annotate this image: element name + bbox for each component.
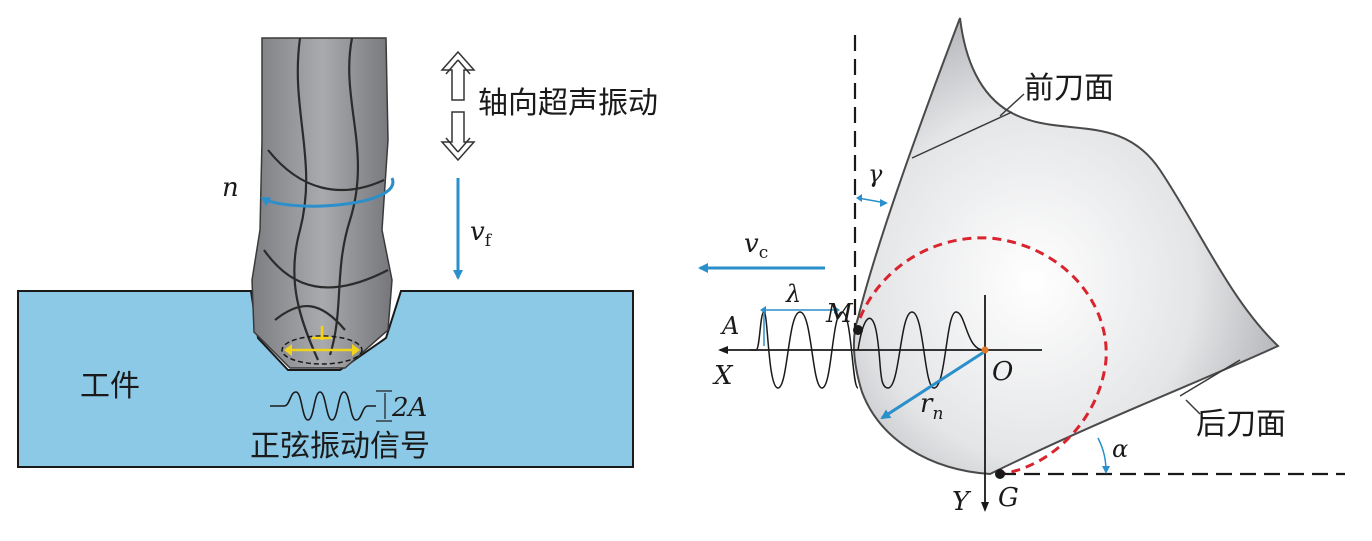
rake-angle-label: γ <box>868 160 883 188</box>
point-o-marker <box>981 346 989 354</box>
nose-radius-label: rn <box>920 389 943 424</box>
drill-flutes <box>263 37 389 361</box>
axial-vibration-arrow-icon <box>440 50 476 162</box>
amplitude-label: 2A <box>391 393 427 423</box>
sine-signal-wave <box>270 391 376 421</box>
feed-label: vf <box>470 217 493 251</box>
axial-vibration-label: 轴向超声振动 <box>478 86 658 121</box>
axis-x-label: X <box>712 361 734 391</box>
flank-face-label: 后刀面 <box>1196 407 1286 442</box>
point-m-marker <box>853 325 863 335</box>
nose-radius-arrow <box>880 350 985 420</box>
workpiece-label: 工件 <box>80 369 140 404</box>
contact-ellipse <box>281 335 363 365</box>
rake-face-label: 前刀面 <box>1024 71 1114 106</box>
rotation-arrow <box>260 177 395 208</box>
cutting-edge-arc <box>858 236 1108 476</box>
cutting-tool-body <box>852 17 1280 476</box>
point-m-label: M <box>825 299 854 329</box>
vibration-trajectory-inner <box>857 311 985 389</box>
axis-y-label: Y <box>952 487 972 517</box>
flank-face-edge <box>1179 359 1241 397</box>
drill-bit <box>251 37 393 369</box>
rotation-label: n <box>222 173 239 203</box>
clearance-angle-label: α <box>1112 435 1128 463</box>
amplitude-point-label: A <box>720 312 739 340</box>
rake-face-edge <box>911 111 1013 159</box>
point-g-marker <box>995 469 1005 479</box>
wavelength-label: λ <box>785 280 801 308</box>
point-g-label: G <box>998 483 1019 513</box>
signal-label: 正弦振动信号 <box>250 429 430 464</box>
cutting-speed-label: vc <box>744 229 768 263</box>
point-o-label: O <box>992 357 1013 387</box>
